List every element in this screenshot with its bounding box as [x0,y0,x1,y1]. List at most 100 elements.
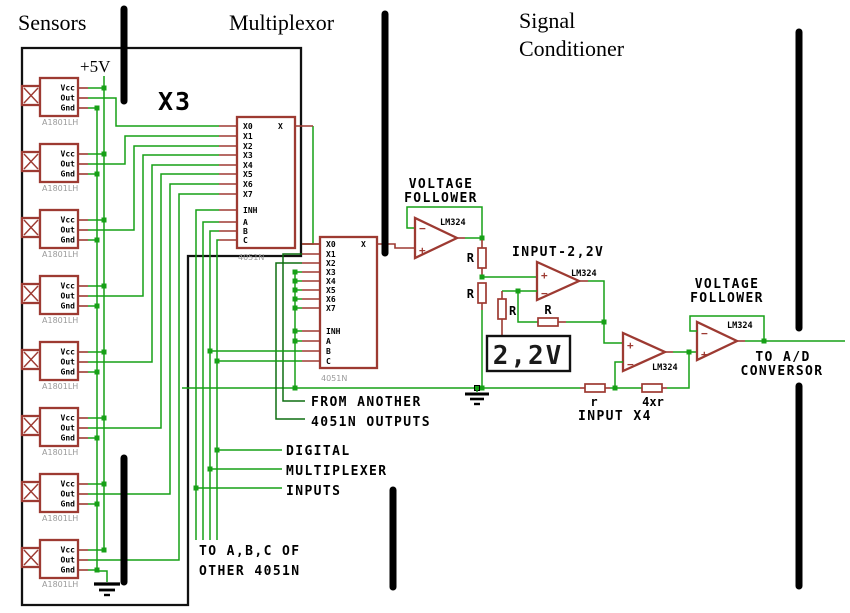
mux-input-pin-label: X4 [243,161,253,170]
resistor-r1 [477,247,487,269]
sensor-pin-label: Out [61,226,76,235]
section-separator-bars [120,5,803,591]
to-abc-label-2: OTHER 4051N [199,564,301,579]
resistor-4xr [641,383,663,393]
mux-control-pin-label: B [326,347,331,356]
opamp4-plus: + [701,348,708,361]
mux-input-pin-label: X1 [326,250,336,259]
reference-voltage-box [485,334,572,373]
opamp2-triangle [535,260,582,302]
sensor-pin-label: Gnd [61,236,76,245]
mux-input-pin-label: X3 [326,268,336,277]
ground-symbol-sensors [94,582,120,597]
sensor-pin-label: Out [61,358,76,367]
sensor-part-number: A1801LH [42,382,78,391]
mux-part-number: 4051N [238,253,264,262]
mux-input-pin-label: X0 [243,122,253,131]
sensor-pin-label: Gnd [61,104,76,113]
sensor-part-number: A1801LH [42,184,78,193]
to-abc-label-1: TO A,B,C OF [199,544,301,559]
mux-input-pin-label: X2 [326,259,336,268]
mux2-4051n-body [318,235,379,370]
sensor-pin-label: Out [61,292,76,301]
mux-input-pin-label: X7 [326,304,336,313]
mux-input-pin-label: X1 [243,132,253,141]
sensor-pin-label: Vcc [61,282,76,291]
bank-x3-label: X3 [158,87,192,116]
voltage-follower-1-circuit [406,206,537,391]
vf1-label-2: FOLLOWER [404,191,478,206]
sensor-body [38,406,80,448]
opamp2-minus: − [541,287,548,300]
sensor-pin-label: Vcc [61,348,76,357]
voltage-follower-2-circuit [689,315,845,362]
mux-input-pin-label: X3 [243,151,253,160]
mux-input-pin-label: X6 [326,295,336,304]
sensor-pin-label: Vcc [61,546,76,555]
opamp3-minus: − [627,358,634,371]
opamp4-minus: − [701,327,708,340]
section-title-sensors: Sensors [18,10,86,35]
sensor-pin-label: Out [61,94,76,103]
mux-input-pin-label: X5 [326,286,336,295]
from-another-label-1: FROM ANOTHER [311,395,422,410]
offset-subtractor-circuit [485,260,623,373]
opamp3-plus: + [627,339,634,352]
section-title-signal-2: Conditioner [519,36,625,61]
resistor-r3 [497,298,507,320]
mux-input-pin-label: X7 [243,190,253,199]
adc-output-label-2: CONVERSOR [740,364,823,379]
resistor-r2 [477,282,487,304]
mux2-ground-bus-taps [292,269,302,344]
sensor-board-enclosure [20,46,303,607]
sensor-pin-label: Gnd [61,566,76,575]
mux-control-pin-label: C [326,357,331,366]
mux-control-pin-label: C [243,236,248,245]
sensor-pin-label: Out [61,424,76,433]
sensor-body [38,340,80,382]
opamp2-part-label: LM324 [571,269,597,279]
sensor-pin-label: Gnd [61,170,76,179]
section-title-signal-1: Signal [519,8,575,33]
gain-x4-label: INPUT X4 [578,409,652,424]
vf2-label-2: FOLLOWER [690,291,764,306]
sensor-part-number: A1801LH [42,250,78,259]
mux-control-pin-label: B [243,227,248,236]
opamp3-part-label: LM324 [652,363,678,373]
adc-output-label-1: TO A/D [755,350,810,365]
sensor-pin-label: Out [61,556,76,565]
sensor-body [38,142,80,184]
sensor-part-number: A1801LH [42,316,78,325]
digital-inputs-label-3: INPUTS [286,484,341,499]
mux-part-number: 4051N [321,374,347,383]
section-title-multiplexor: Multiplexor [229,10,335,35]
sensor-part-number: A1801LH [42,580,78,589]
resistor-r-small-label: r [590,395,597,409]
opamp1-plus: + [419,244,426,257]
mux-input-pin-label: X2 [243,142,253,151]
sensor-pin-label: Vcc [61,414,76,423]
vf1-label-1: VOLTAGE [409,177,474,192]
input-offset-label: INPUT-2,2V [512,245,604,260]
sensor-body [38,208,80,250]
mux1-4051n-body [235,115,297,250]
sensor-pin-label: Gnd [61,368,76,377]
sensor-pin-label: Out [61,490,76,499]
sensor-pin-label: Gnd [61,434,76,443]
sensor-pin-label: Vcc [61,480,76,489]
sensor-pin-label: Gnd [61,302,76,311]
sensor-part-number: A1801LH [42,448,78,457]
resistor-r1-label: R [467,251,475,265]
from-another-label-2: 4051N OUTPUTS [311,415,431,430]
opamp3-triangle [621,331,668,373]
mux-output-pin-label: X [278,122,283,131]
